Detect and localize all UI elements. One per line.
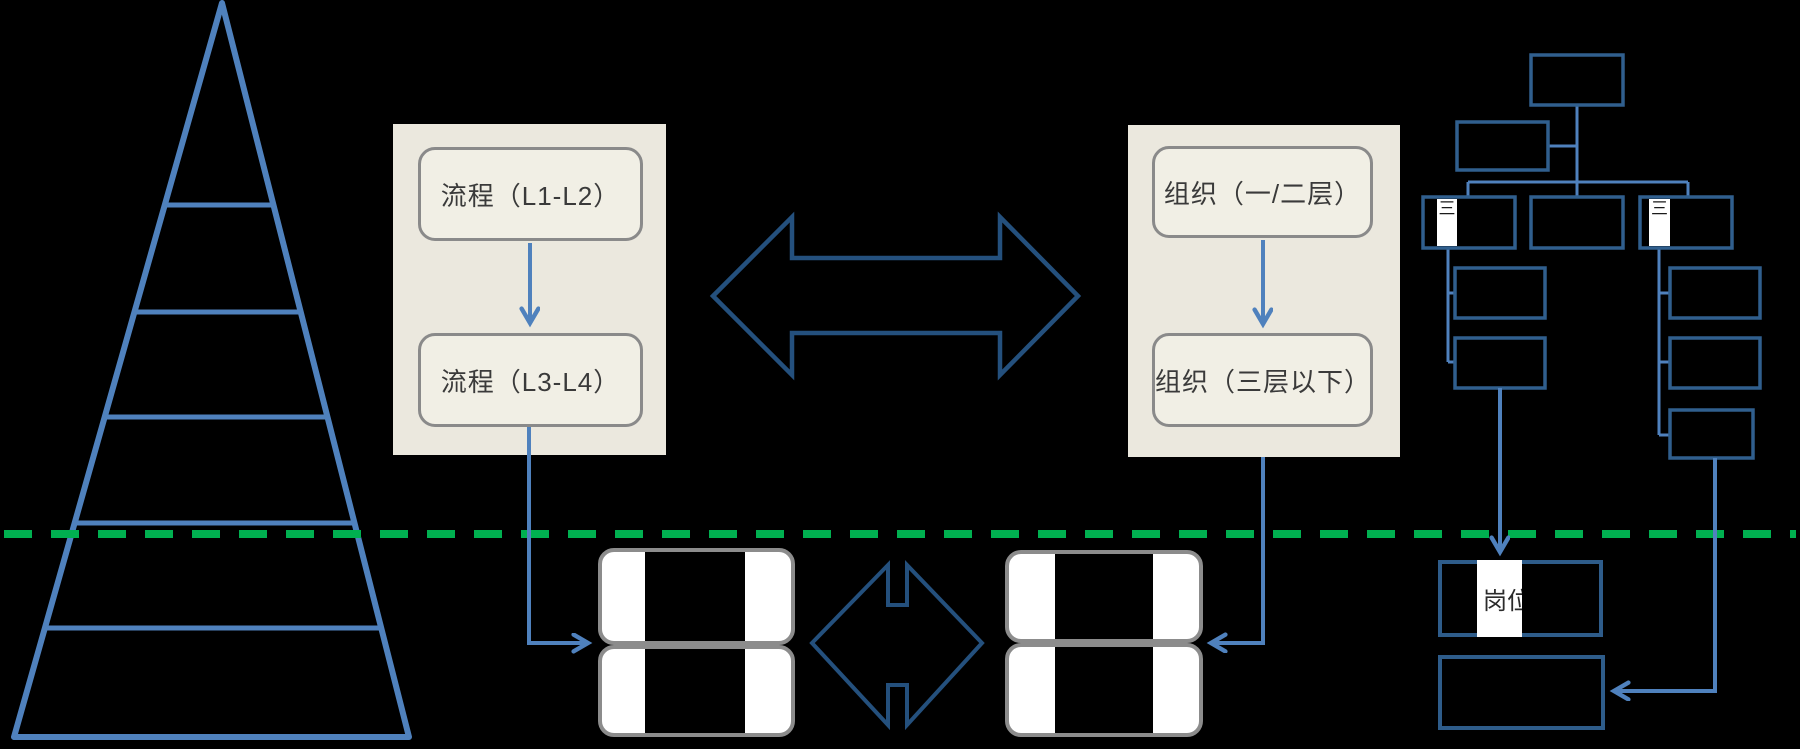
- process-l3-l4-box: 流程（L3-L4）: [418, 333, 643, 427]
- org-chart-left-partial-label: 三: [1437, 199, 1457, 246]
- arrow-orgchart-to-post-secondary: [1614, 458, 1717, 691]
- org-chart: [1421, 53, 1762, 460]
- double-arrow-doc-boxes: [809, 560, 985, 731]
- process-l1-l2-label: 流程（L1-L2）: [440, 180, 621, 211]
- arrow-org-to-doc: [1211, 457, 1265, 643]
- org-chart-assistant-box: [1455, 120, 1550, 172]
- post-label-band: 岗位: [1477, 560, 1522, 637]
- double-arrow-process-org: [709, 211, 1082, 381]
- process-l1-l2-box: 流程（L1-L2）: [418, 147, 643, 241]
- org-chart-dept-mid-box: [1529, 195, 1625, 250]
- arrow-process-to-doc: [527, 427, 588, 643]
- doc-band: [645, 649, 745, 733]
- process-l3-l4-label: 流程（L3-L4）: [440, 366, 621, 397]
- post-label: 岗位: [1483, 588, 1522, 615]
- org-chart-right-child-1: [1668, 266, 1762, 320]
- org-doc-box-bottom: [1005, 643, 1203, 737]
- org-chart-left-child-1: [1453, 266, 1547, 320]
- org-chart-right-partial-label: 三: [1649, 199, 1670, 246]
- org-chart-root-box: [1529, 53, 1625, 107]
- process-doc-box-bottom: [598, 645, 795, 737]
- pyramid: [11, 0, 412, 740]
- org-level12-box: 组织（一/二层）: [1152, 146, 1373, 238]
- partial-label-text: 三: [1651, 199, 1668, 218]
- org-doc-box-top: [1005, 550, 1203, 643]
- org-chart-right-child-2: [1668, 336, 1762, 390]
- partial-label-text: 三: [1438, 199, 1456, 218]
- post-box: 岗位: [1438, 560, 1603, 637]
- doc-band: [645, 552, 745, 641]
- org-level3-label: 组织（三层以下）: [1155, 366, 1372, 397]
- doc-band: [1055, 554, 1153, 639]
- org-chart-left-child-2: [1453, 336, 1547, 390]
- org-chart-right-child-3: [1668, 408, 1755, 460]
- process-doc-box-top: [598, 548, 795, 645]
- org-level12-label: 组织（一/二层）: [1163, 178, 1362, 209]
- org-chart-connectors: [1446, 105, 1690, 437]
- doc-band: [1055, 647, 1153, 733]
- org-level3-box: 组织（三层以下）: [1152, 333, 1373, 427]
- post-box-secondary: [1438, 655, 1605, 730]
- pyramid-outline: [11, 0, 412, 740]
